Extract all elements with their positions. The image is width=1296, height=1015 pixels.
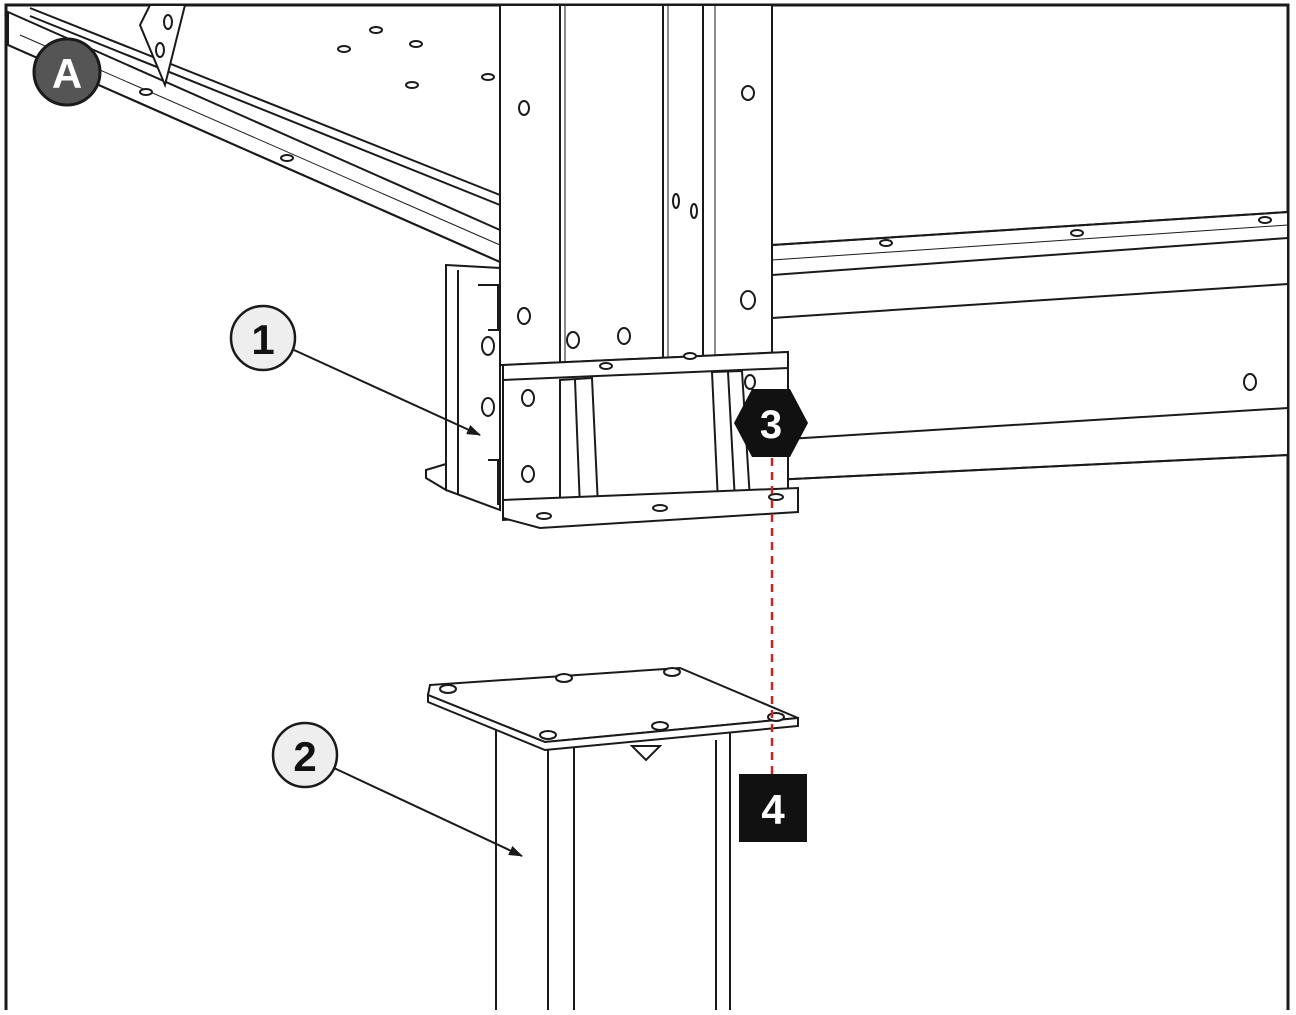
callout-part1: 1: [229, 304, 297, 372]
hex-bolt-icon: [734, 389, 808, 457]
panel-label: A: [52, 50, 82, 97]
callout-part2-label: 2: [293, 733, 316, 780]
leader-arrow-part1: [293, 349, 481, 436]
callout-part2: 2: [271, 721, 339, 789]
leader-arrow-part2: [333, 767, 523, 857]
vertical-post: [499, 4, 773, 366]
callout-part1-label: 1: [251, 316, 274, 363]
bolt-callout: 3: [734, 389, 808, 457]
corner-bracket: [425, 263, 799, 530]
nut-callout-label: 4: [761, 786, 785, 833]
bolt-callout-label: 3: [760, 403, 782, 447]
horizontal-beam: [771, 210, 1289, 482]
square-nut-icon: [739, 774, 807, 842]
panel-badge: A: [32, 37, 102, 107]
nut-callout: 4: [739, 774, 807, 842]
leg-post: [426, 666, 799, 1015]
